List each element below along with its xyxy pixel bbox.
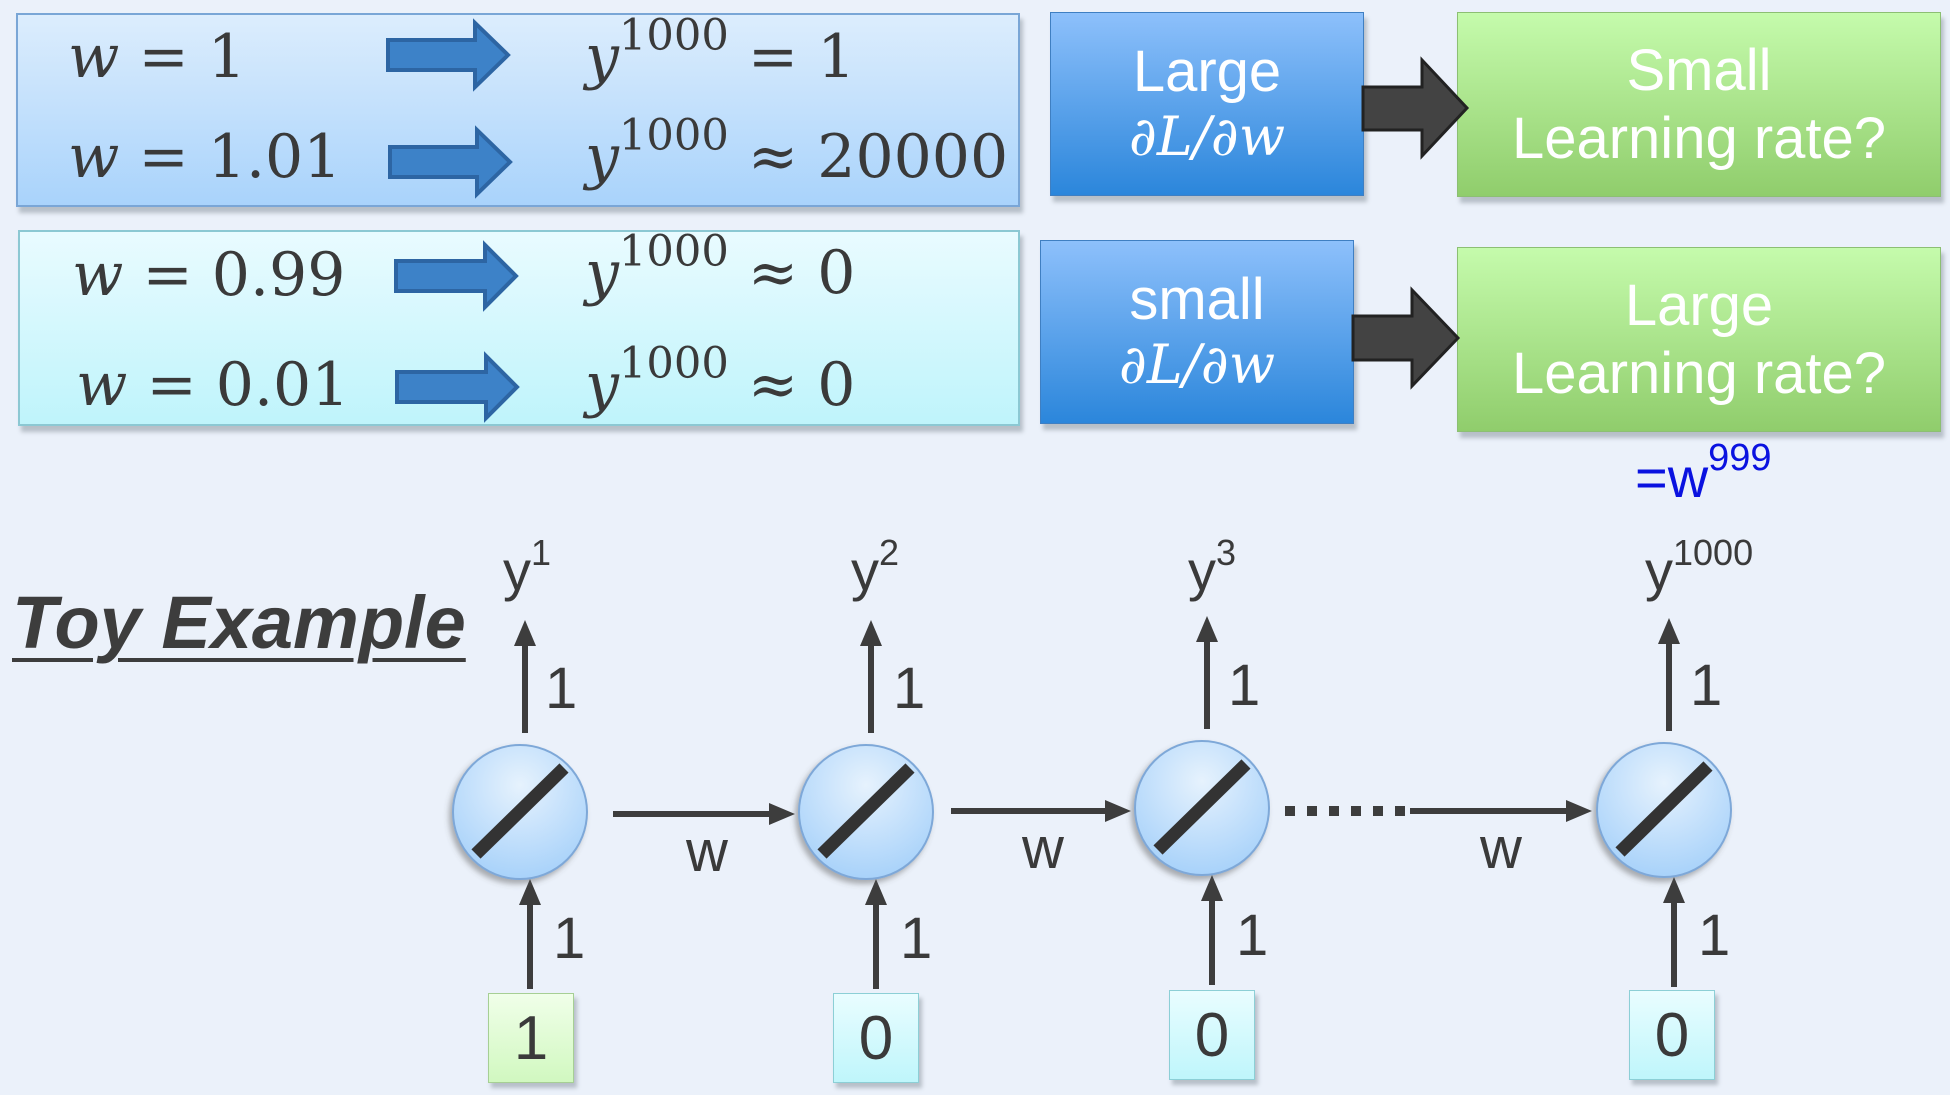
equation-lhs: w = 1.01 (68, 122, 342, 192)
large-learning-rate-box: Large Learning rate? (1457, 247, 1941, 432)
lr-line1: Large (1624, 272, 1774, 338)
w999-annotation: =w999 (1635, 437, 1772, 509)
ellipsis-dot (1307, 806, 1317, 816)
recurrent-arrow-icon (951, 800, 1131, 822)
input-arrow-icon (1663, 877, 1685, 987)
output-weight-label: 1 (545, 656, 578, 721)
lr-line1: Small (1626, 37, 1772, 103)
ellipsis-dot (1351, 806, 1361, 816)
gradient-word: small (1129, 267, 1265, 332)
lr-line2: Learning rate? (1511, 340, 1887, 406)
linear-activation-icon (1615, 761, 1713, 857)
input-box-1000: 0 (1629, 990, 1715, 1080)
equation-rhs: y1000 ≈ 20000 (585, 110, 1009, 192)
network (452, 616, 1732, 989)
linear-activation-icon (471, 763, 569, 859)
output-arrow-icon (1196, 616, 1218, 729)
output-weight-label: 1 (1690, 653, 1723, 718)
input-box-3: 0 (1169, 990, 1255, 1080)
input-arrow-icon (865, 879, 887, 989)
equation-lhs: w = 0.01 (76, 350, 350, 420)
input-weight-label: 1 (1698, 903, 1731, 968)
output-weight-label: 1 (1228, 653, 1261, 718)
blue-arrow-icon (394, 240, 519, 312)
input-weight-label: 1 (553, 906, 586, 971)
ellipsis-dot (1329, 806, 1339, 816)
equations-panel-exploding (16, 13, 1020, 207)
gradient-derivative: ∂L/∂w (1118, 333, 1276, 396)
equation-rhs: y1000 = 1 (585, 10, 856, 92)
blue-arrow-icon (388, 125, 513, 199)
input-arrow-icon (1201, 875, 1223, 985)
input-box-2: 0 (833, 993, 919, 1083)
input-arrow-icon (519, 879, 541, 989)
ellipsis-dot (1373, 806, 1383, 816)
output-weight-label: 1 (893, 656, 926, 721)
lr-line2: Learning rate? (1511, 105, 1887, 171)
recurrent-weight-label: w (686, 819, 728, 884)
equation-lhs: w = 0.99 (72, 240, 346, 310)
blue-arrow-icon (395, 351, 520, 423)
linear-activation-icon (1153, 759, 1251, 855)
toy-example-title: Toy Example (12, 581, 466, 664)
output-label-y1000: y1000 (1645, 532, 1754, 602)
input-box-1: 1 (488, 993, 574, 1083)
ellipsis-dot (1395, 806, 1405, 816)
output-label-y2: y2 (851, 532, 900, 602)
output-arrow-icon (514, 620, 536, 733)
linear-activation-icon (817, 763, 915, 859)
equation-rhs: y1000 ≈ 0 (585, 338, 856, 420)
input-weight-label: 1 (1236, 903, 1269, 968)
small-learning-rate-box: Small Learning rate? (1457, 12, 1941, 197)
ellipsis-dot (1285, 806, 1295, 816)
output-arrow-icon (1658, 618, 1680, 731)
input-weight-label: 1 (900, 906, 933, 971)
recurrent-weight-label: w (1480, 816, 1522, 881)
recurrent-weight-label: w (1022, 816, 1064, 881)
output-label-y3: y3 (1188, 532, 1237, 602)
large-gradient-box: Large ∂L/∂w (1050, 12, 1364, 196)
output-arrow-icon (860, 620, 882, 733)
equation-rhs: y1000 ≈ 0 (585, 226, 856, 308)
gradient-derivative: ∂L/∂w (1128, 105, 1286, 168)
gradient-word: Large (1132, 39, 1282, 104)
blue-arrow-icon (386, 18, 511, 92)
recurrent-arrow-icon (613, 803, 795, 825)
equation-lhs: w = 1 (68, 22, 246, 92)
output-label-y1: y1 (503, 532, 552, 602)
dark-arrow-icon (1361, 56, 1470, 160)
equations-panel-vanishing (18, 230, 1020, 426)
small-gradient-box: small ∂L/∂w (1040, 240, 1354, 424)
recurrent-arrow-icon (1410, 800, 1592, 822)
dark-arrow-icon (1351, 286, 1461, 390)
